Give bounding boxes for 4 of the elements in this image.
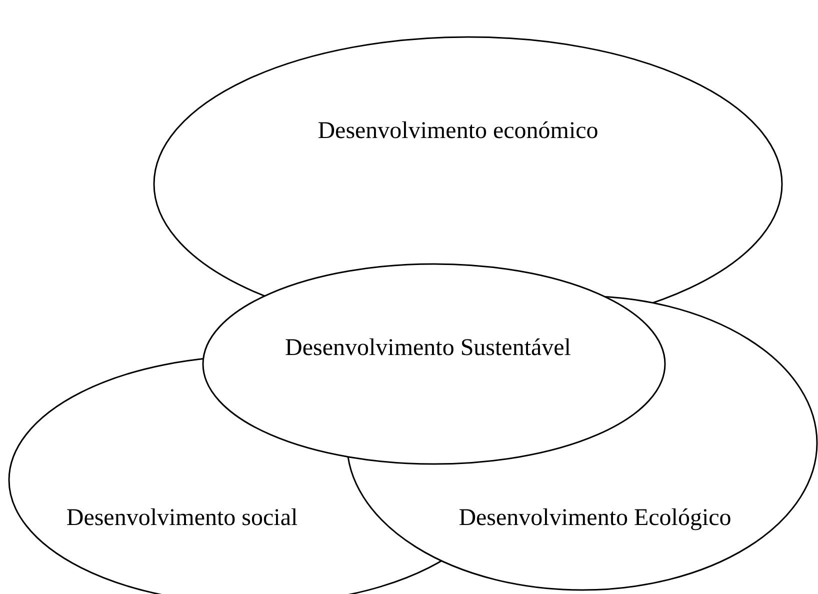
node-label: Desenvolvimento económico: [318, 118, 598, 144]
node-label: Desenvolvimento social: [66, 504, 298, 532]
node-label: Desenvolvimento Ecológico: [458, 504, 732, 532]
node-label: Desenvolvimento Sustentável: [285, 334, 571, 362]
